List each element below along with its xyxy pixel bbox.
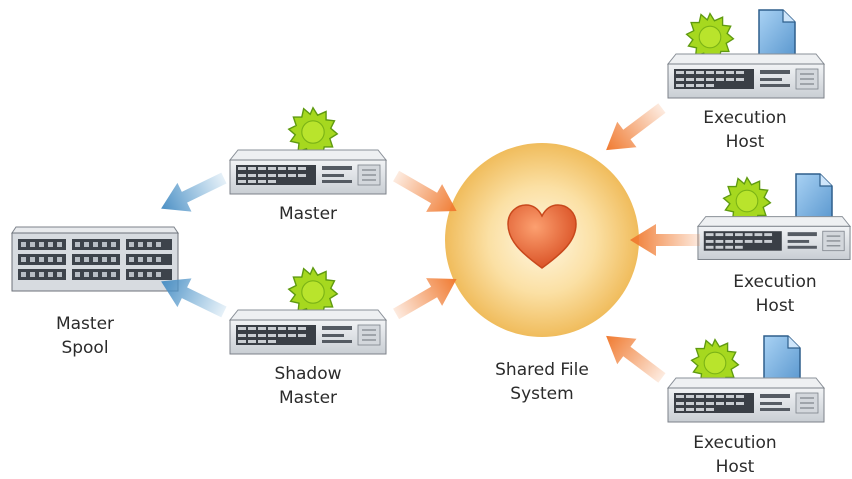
arrow-exec-top-to-fs	[596, 95, 671, 163]
shadow-master-label: Shadow Master	[258, 362, 358, 410]
document-icon	[759, 10, 795, 56]
shared-fs-label-line2: System	[472, 382, 612, 406]
document-icon	[796, 174, 832, 220]
exec-host-mid-label-line1: Execution	[720, 270, 830, 294]
server-icon	[230, 310, 386, 354]
shared-file-system	[445, 143, 639, 337]
arrow-master-to-spool	[154, 164, 231, 223]
master-spool-label-line2: Spool	[35, 336, 135, 360]
exec-host-mid-label: Execution Host	[720, 270, 830, 318]
arrow-exec-mid-to-fs	[630, 224, 700, 256]
exec-host-bot-label-line2: Host	[680, 455, 790, 479]
master-spool-label-line1: Master	[35, 312, 135, 336]
gear-icon	[289, 108, 338, 157]
shadow-master-label-line2: Master	[258, 386, 358, 410]
exec-host-top-label: Execution Host	[690, 106, 800, 154]
server-icon	[668, 378, 824, 422]
server-icon	[698, 217, 850, 260]
server-icon	[668, 54, 824, 98]
exec-host-top-label-line1: Execution	[690, 106, 800, 130]
master-label: Master	[258, 202, 358, 226]
shadow-master-label-line1: Shadow	[258, 362, 358, 386]
master-label-text: Master	[258, 202, 358, 226]
storage-array-icon	[12, 227, 178, 291]
gear-icon	[687, 14, 734, 61]
exec-host-mid-label-line2: Host	[720, 294, 830, 318]
document-icon	[764, 336, 800, 382]
exec-host-bot-label: Execution Host	[680, 431, 790, 479]
gear-icon	[289, 268, 338, 317]
shared-fs-label: Shared File System	[472, 358, 612, 406]
shared-fs-label-line1: Shared File	[472, 358, 612, 382]
server-icon	[230, 150, 386, 194]
master-spool-label: Master Spool	[35, 312, 135, 360]
exec-host-bot-label-line1: Execution	[680, 431, 790, 455]
exec-host-top-label-line2: Host	[690, 130, 800, 154]
